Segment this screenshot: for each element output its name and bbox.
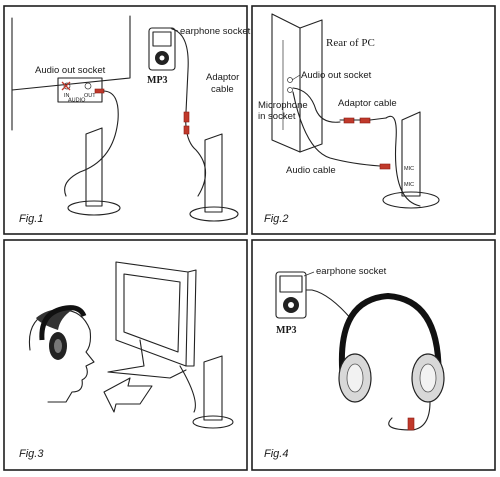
mp3-label-fig4: MP3 [276,325,297,336]
audio-plug-red [94,88,105,94]
monitor-screen [123,273,181,353]
panel-fig2: Rear of PC Audio out socket Microphone i… [258,13,440,225]
audio-cable [64,90,119,197]
panel-fig2-frame [251,5,496,235]
mp3-player-fig4 [275,271,307,319]
panel-fig4: MP3 earphone socket Fig.4 [264,266,445,460]
mic-small-label: MIC [404,166,414,172]
direction-arrow-icon [103,377,153,413]
rear-of-pc-label: Rear of PC [326,37,375,49]
cable-label: cable [211,84,234,95]
fig2-caption: Fig.2 [264,213,288,225]
mp3-screen [152,31,172,47]
audio-out-socket-label: Audio out socket [35,65,106,76]
panel-audio-label: AUDIO [68,98,86,104]
fig4-caption: Fig.4 [264,448,288,460]
panel-out-label: OUT [84,93,96,99]
transmitter-fig3-base [192,415,234,429]
audio-cable-path [292,91,381,167]
fig1-caption: Fig.1 [19,213,43,225]
transmitter-1 [85,127,103,207]
socket-in [63,82,71,90]
socket-out [84,82,92,90]
mic-small-label-2: MIC [404,182,414,188]
transmitter-1-base [67,200,121,216]
transmitter-2-base [189,206,239,222]
mp3-screen-fig4 [279,275,303,293]
fig3-caption: Fig.3 [19,448,44,460]
pc-rear [271,13,301,153]
mp3-label: MP3 [147,75,168,86]
earphone-cable-top [305,289,353,321]
adaptor-cable-path [292,87,341,123]
adaptor-plug-red [183,111,190,123]
audio-out-socket-label-2: Audio out socket [301,70,372,81]
panel-fig1: IN OUT AUDIO Audio out socket MP3 earpho… [11,15,251,225]
cross-icon [61,81,71,91]
audio-out-jack [287,77,293,83]
panel-fig4-frame [251,239,496,471]
pc-outline [11,15,131,91]
adaptor-label: Adaptor [206,72,239,83]
adaptor-plug-2 [359,117,371,124]
audio-plug-red [379,163,391,170]
headphone-band [338,292,442,389]
adaptor-plug-1 [343,117,355,124]
earphone-socket-label-fig4: earphone socket [316,266,387,277]
earphone-socket-label: earphone socket [180,26,251,37]
transmitter-fig2 [401,111,421,197]
panel-fig1-frame [3,5,248,235]
mp3-player [148,27,176,71]
in-socket-label: in socket [258,111,296,122]
audio-cable-label: Audio cable [286,165,336,176]
panel-fig3: Fig.3 [19,261,234,460]
transmitter-fig3 [203,355,223,421]
panel-in-label: IN [64,93,70,99]
transmitter-2 [204,133,223,213]
headband [39,305,87,341]
microphone-label: Microphone [258,100,308,111]
adaptor-cable-label: Adaptor cable [338,98,397,109]
panel-fig3-frame [3,239,248,471]
mic-in-jack [287,87,293,93]
transmitter-fig2-base [382,191,440,209]
monitor-stand [107,339,187,379]
headphone-plug-red [407,417,415,431]
